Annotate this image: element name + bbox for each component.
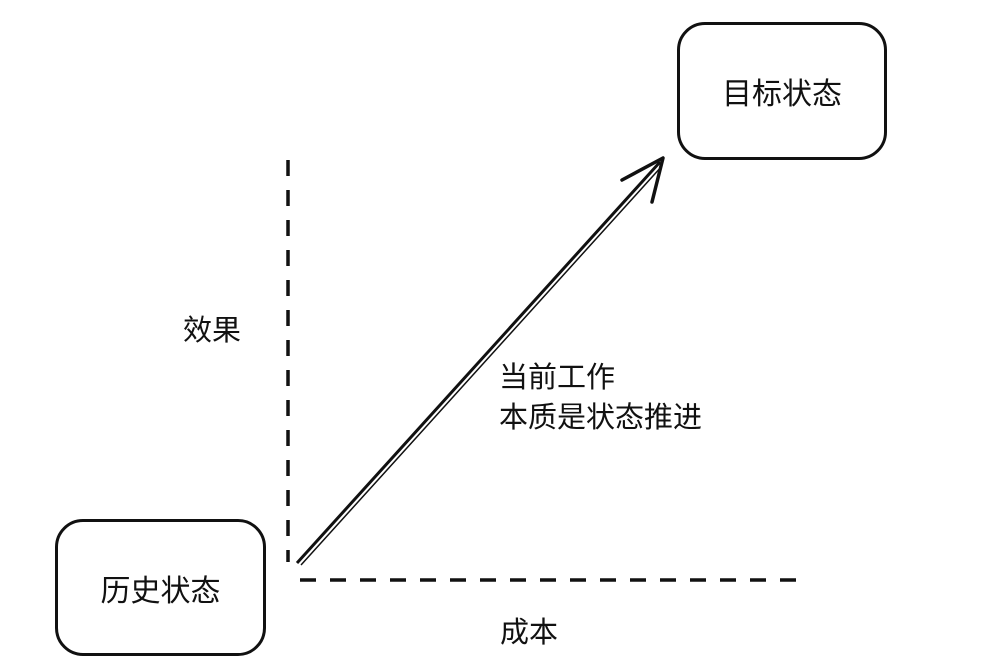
target-state-node: 目标状态 (677, 22, 887, 160)
y-axis-label: 效果 (183, 313, 242, 347)
progress-arrow-shaft (295, 160, 662, 565)
arrow-label-line2: 本质是状态推进 (499, 400, 703, 434)
arrow-label-line1: 当前工作 (499, 360, 616, 394)
x-axis-label: 成本 (500, 615, 559, 649)
arrow-head-icon (620, 156, 665, 204)
history-state-label: 历史状态 (100, 573, 221, 609)
progress-arrow-shaft-2 (300, 165, 663, 566)
target-state-label: 目标状态 (722, 77, 842, 112)
history-state-node: 历史状态 (55, 519, 266, 656)
